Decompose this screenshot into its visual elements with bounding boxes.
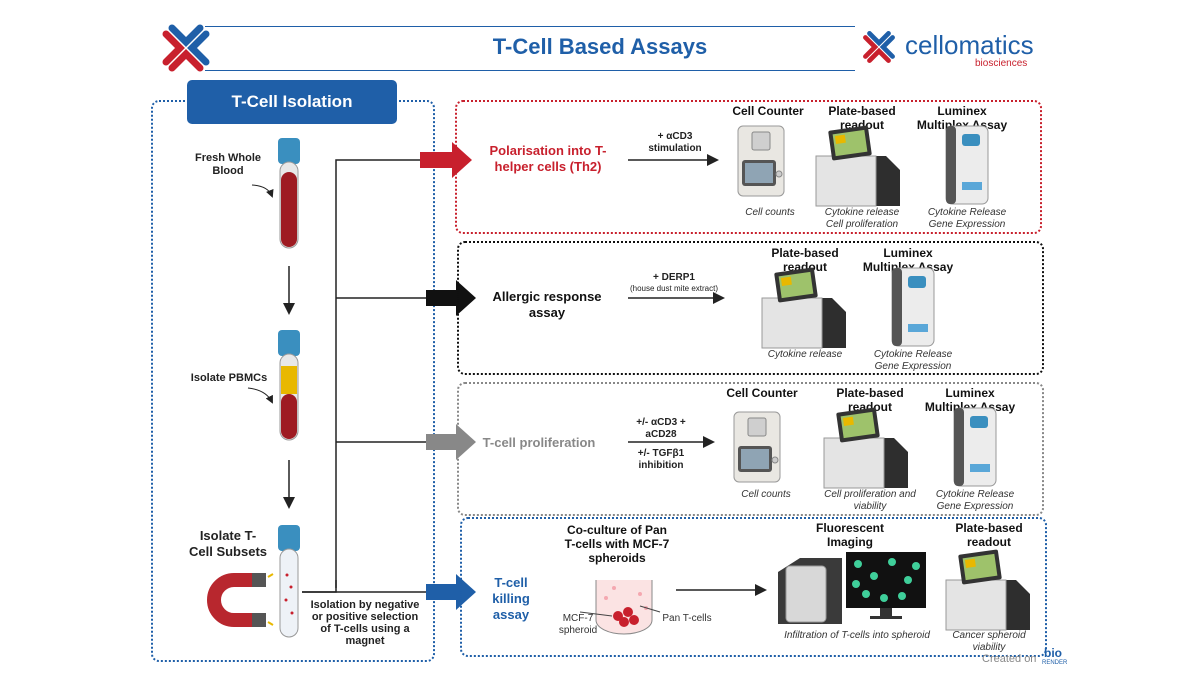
brand-sub: biosciences (975, 58, 1028, 69)
biorender-logo: bio (1044, 646, 1062, 660)
assay-name-allergic: Allergic response assay (492, 289, 602, 320)
page-title: T-Cell Based Assays (492, 34, 708, 59)
stim-allergic-sub: (house dust mite extract) (629, 284, 719, 293)
logo-right-mark (860, 28, 898, 66)
panel-polarisation (455, 100, 1042, 234)
brand-name: cellomatics (905, 30, 1034, 60)
label-pan-tcells: Pan T-cells (662, 613, 712, 624)
cap-p3-plate: Cell proliferation and viability (824, 489, 916, 512)
magnet-caption: Isolation by negative or positive select… (310, 599, 420, 647)
hdr-p2-plate: Plate-based readout (771, 246, 839, 274)
cap-p2-luminex: Cytokine Release Gene Expression (873, 349, 953, 372)
panel-proliferation (457, 382, 1044, 516)
stim-allergic: + DERP1 (653, 272, 695, 283)
stim-polarisation: + αCD3 stimulation (648, 131, 702, 154)
assay-name-proliferation: T-cell proliferation (482, 435, 596, 450)
logo-left (158, 20, 214, 76)
coculture-label: Co-culture of Pan T-cells with MCF-7 sph… (564, 523, 670, 565)
label-fresh-blood: Fresh Whole Blood (194, 152, 261, 177)
hdr-p4-imaging: Fluorescent Imaging (815, 521, 884, 549)
cap-p2-plate: Cytokine release (767, 349, 843, 360)
hdr-p1-counter: Cell Counter (732, 104, 804, 118)
assay-name-killing: T-cell killing assay (492, 575, 530, 622)
cap-p4-imaging: Infiltration of T-cells into spheroid (784, 630, 930, 641)
created-on-text: Created on (982, 653, 1037, 665)
panel-allergic (457, 241, 1044, 375)
tube-pbmc-icon (278, 330, 300, 441)
label-mcf7: MCF-7 spheroid (558, 613, 598, 636)
cap-p1-counter: Cell counts (745, 207, 795, 218)
cap-p3-luminex: Cytokine Release Gene Expression (935, 489, 1015, 512)
cap-p4-plate: Cancer spheroid viability (952, 630, 1026, 653)
hdr-p3-counter: Cell Counter (726, 386, 798, 400)
biorender-sub: RENDER (1042, 660, 1068, 666)
cap-p1-luminex: Cytokine Release Gene Expression (927, 207, 1007, 230)
stim-proliferation-2: +/- TGFβ1 inhibition (637, 448, 685, 471)
magnet-icon (207, 573, 274, 627)
label-isolate-pbmc: Isolate PBMCs (190, 372, 268, 384)
cap-p3-counter: Cell counts (741, 489, 791, 500)
title-rule-top (205, 26, 855, 27)
assay-name-polarisation: Polarisation into T-helper cells (Th2) (489, 143, 607, 174)
title-rule-bottom (205, 70, 855, 71)
tube-subsets-icon (278, 525, 300, 638)
hdr-p4-plate: Plate-based readout (955, 521, 1023, 549)
tube-fresh-blood-icon (278, 138, 300, 249)
panel-killing (460, 517, 1047, 657)
label-isolate-subsets: Isolate T-Cell Subsets (188, 528, 268, 559)
stim-proliferation: +/- αCD3 + aCD28 (636, 417, 686, 440)
isolation-title: T-Cell Isolation (187, 80, 397, 124)
cap-p1-plate: Cytokine release Cell proliferation (824, 207, 900, 230)
